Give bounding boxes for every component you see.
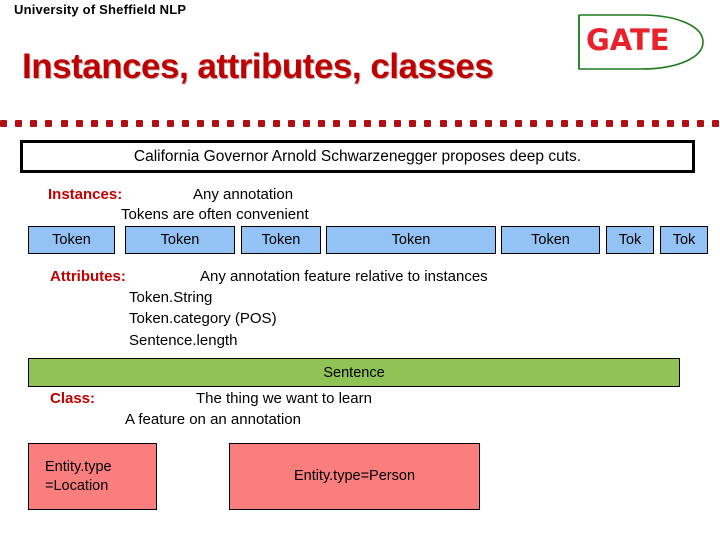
divider-dot bbox=[454, 119, 462, 127]
divider-dot bbox=[348, 119, 356, 127]
token-box: Tok bbox=[606, 226, 654, 254]
divider-dot bbox=[469, 119, 477, 127]
divider-dot bbox=[106, 119, 114, 127]
divider-dot bbox=[363, 119, 371, 127]
token-label: Token bbox=[52, 232, 91, 248]
divider-dot bbox=[378, 119, 386, 127]
divider-dot bbox=[303, 119, 311, 127]
token-box: Tok bbox=[660, 226, 708, 254]
divider-dot bbox=[166, 119, 174, 127]
divider-dot bbox=[424, 119, 432, 127]
divider-dot bbox=[651, 119, 659, 127]
divider-dot bbox=[591, 119, 599, 127]
divider-dot bbox=[287, 119, 295, 127]
divider-dot bbox=[575, 119, 583, 127]
divider-dot bbox=[333, 119, 341, 127]
token-label: Token bbox=[391, 232, 431, 248]
instances-line-1: Any annotation bbox=[193, 186, 294, 203]
org-label: University of Sheffield NLP bbox=[14, 2, 187, 17]
attributes-item-2: Sentence.length bbox=[129, 332, 238, 349]
divider-dot bbox=[318, 119, 326, 127]
divider-dot bbox=[394, 119, 402, 127]
example-sentence-box: California Governor Arnold Schwarzenegge… bbox=[20, 140, 695, 173]
divider-dot bbox=[485, 119, 492, 127]
divider-dot bbox=[136, 119, 144, 127]
gate-logo-ellipse-icon bbox=[578, 14, 704, 70]
divider-dot bbox=[515, 119, 523, 127]
divider-dot bbox=[227, 119, 235, 127]
class-line-1: The thing we want to learn bbox=[196, 390, 372, 407]
page-title: Instances, attributes, classes bbox=[22, 47, 494, 86]
attributes-item-0: Token.String bbox=[129, 289, 213, 306]
token-box: Token bbox=[501, 226, 600, 254]
attributes-label: Attributes: bbox=[50, 268, 126, 285]
divider-dot bbox=[212, 119, 220, 127]
divider-dot bbox=[712, 119, 720, 127]
token-label: Token bbox=[261, 232, 301, 248]
token-label: Tok bbox=[672, 232, 696, 248]
token-box: Token bbox=[326, 226, 496, 254]
divider-dot bbox=[272, 119, 280, 127]
class-label: Class: bbox=[50, 390, 96, 407]
token-label: Token bbox=[531, 232, 570, 248]
attributes-item-1: Token.category (POS) bbox=[129, 310, 277, 327]
token-label: Tok bbox=[618, 232, 642, 248]
entity-person-box: Entity.type=Person bbox=[229, 443, 480, 510]
divider-dot bbox=[60, 119, 68, 127]
instances-label: Instances: bbox=[48, 186, 123, 203]
divider-dot bbox=[15, 119, 23, 127]
divider-dot bbox=[75, 119, 83, 127]
divider-dot bbox=[90, 119, 98, 127]
divider-dot bbox=[682, 119, 690, 127]
example-sentence-text: California Governor Arnold Schwarzenegge… bbox=[133, 147, 582, 165]
token-box: Token bbox=[28, 226, 115, 254]
divider-dot bbox=[545, 119, 553, 127]
divider-dot bbox=[606, 119, 614, 127]
divider-dot bbox=[500, 119, 508, 127]
entity-location-line-1: Entity.type bbox=[45, 459, 112, 476]
divider-dot bbox=[697, 119, 705, 127]
divider-dot bbox=[181, 119, 189, 127]
divider-dot bbox=[45, 119, 53, 127]
gate-logo: GATE bbox=[569, 13, 709, 71]
token-box: Token bbox=[241, 226, 321, 254]
entity-location-text: Entity.type =Location bbox=[45, 458, 112, 494]
divider-dot bbox=[439, 119, 447, 127]
divider-dot bbox=[409, 119, 417, 127]
divider-dot bbox=[197, 119, 205, 127]
divider-dot bbox=[560, 119, 568, 127]
divider-dot bbox=[636, 119, 644, 127]
dotted-divider bbox=[0, 119, 720, 127]
token-label: Token bbox=[160, 232, 200, 248]
divider-dot bbox=[242, 119, 250, 127]
divider-dot bbox=[621, 119, 629, 127]
entity-location-box: Entity.type =Location bbox=[28, 443, 157, 510]
sentence-annotation-bar: Sentence bbox=[28, 358, 680, 387]
divider-dot bbox=[666, 119, 674, 127]
attributes-description: Any annotation feature relative to insta… bbox=[200, 268, 488, 285]
divider-dot bbox=[30, 119, 38, 127]
class-line-2: A feature on an annotation bbox=[125, 411, 301, 428]
sentence-annotation-label: Sentence bbox=[323, 364, 385, 381]
divider-dot bbox=[257, 119, 265, 127]
divider-dot bbox=[530, 119, 538, 127]
entity-person-text: Entity.type=Person bbox=[293, 468, 416, 485]
entity-location-line-2: =Location bbox=[45, 477, 109, 494]
divider-dot bbox=[0, 119, 7, 127]
instances-line-2: Tokens are often convenient bbox=[121, 206, 309, 223]
gate-logo-text: GATE bbox=[586, 23, 670, 57]
divider-dot bbox=[121, 119, 129, 127]
token-box: Token bbox=[125, 226, 235, 254]
divider-dot bbox=[151, 119, 159, 127]
